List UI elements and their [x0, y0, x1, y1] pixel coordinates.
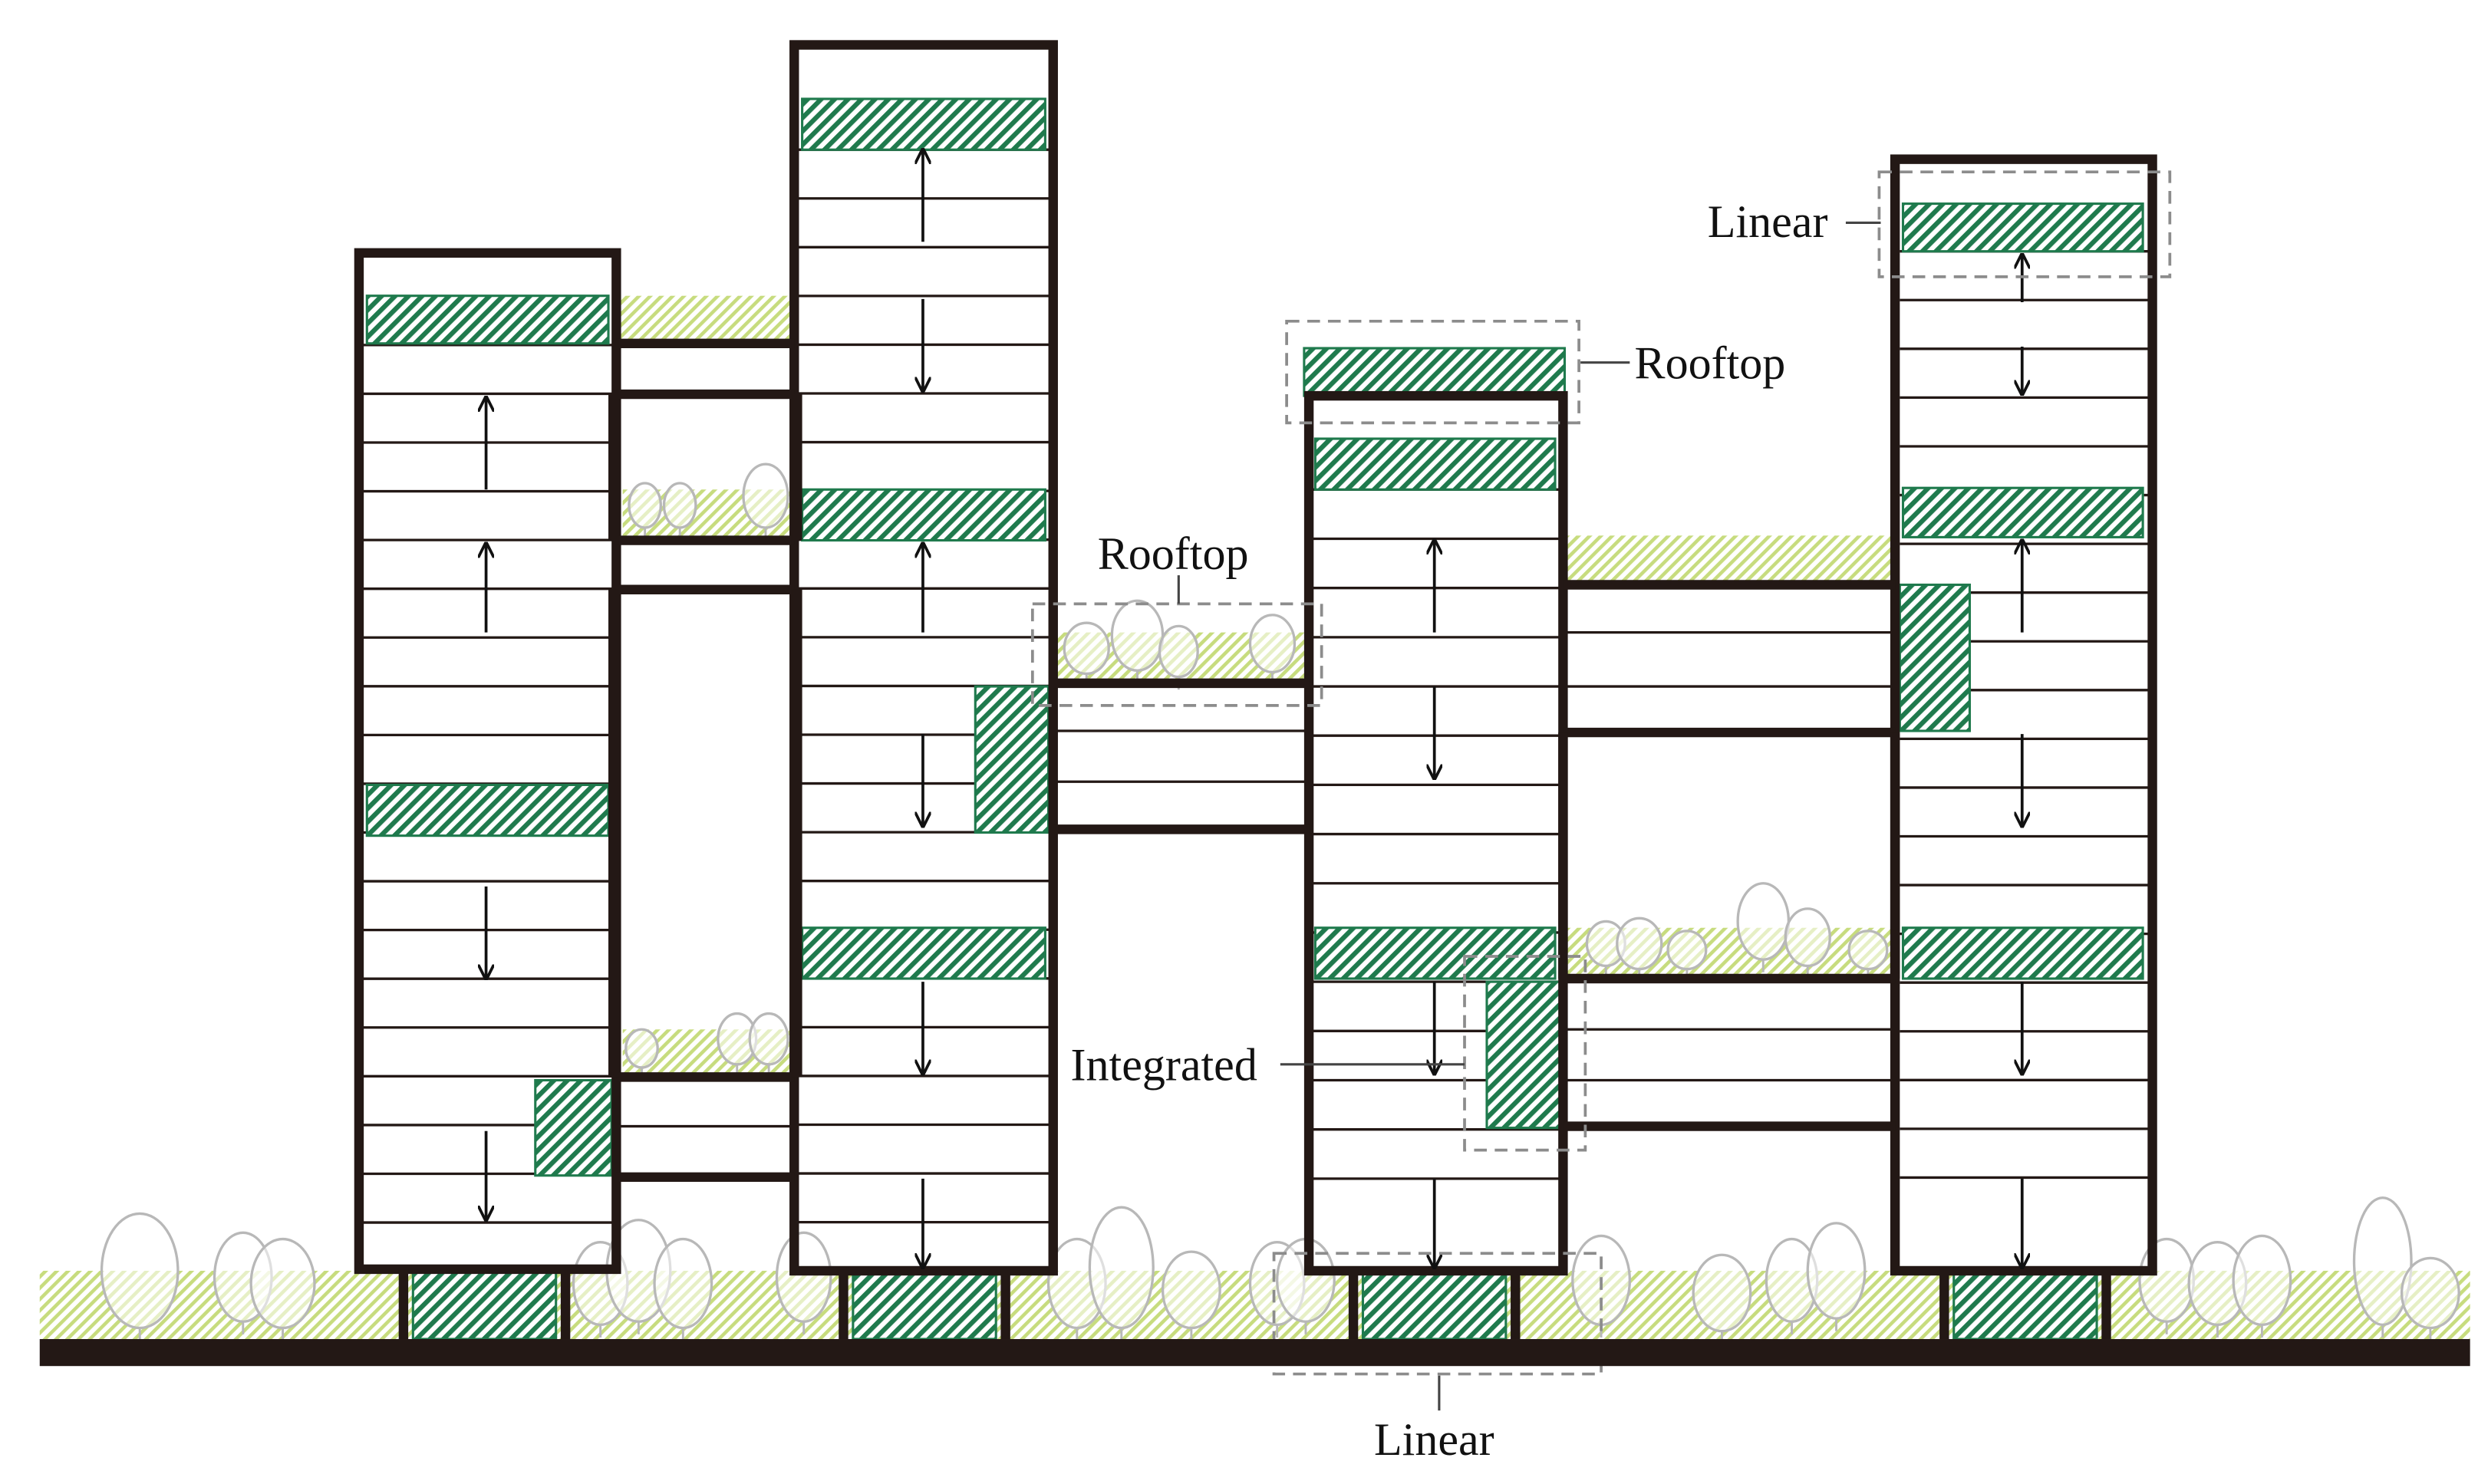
- base-notch: [1939, 1267, 2111, 1340]
- sky-garden: [616, 295, 792, 341]
- tree-outline-icon: [2232, 1234, 2292, 1327]
- greenery-band: [1361, 1269, 1508, 1341]
- greenery-band: [411, 1269, 558, 1341]
- linear-label-bottom: Linear: [1374, 1413, 1494, 1465]
- tree-outline-icon: [100, 462, 2460, 1340]
- annotation-boxes: [1030, 170, 2172, 1376]
- tree-outline-icon: [100, 1212, 180, 1330]
- base-notch: [1348, 1267, 1521, 1340]
- base-notch: [398, 1267, 571, 1340]
- greenery-band: [1901, 486, 2144, 538]
- linear-greenery-bands: [365, 97, 2144, 1341]
- greenery-band: [1898, 583, 1971, 732]
- tree-outline-icon: [1158, 624, 1199, 679]
- tree-outline-icon: [775, 1231, 832, 1323]
- tree-outline-icon: [1784, 907, 1831, 968]
- tree-outline-icon: [1806, 1222, 1867, 1320]
- tree-outline-icon: [1110, 599, 1165, 672]
- tree-outline-icon: [1063, 621, 1110, 676]
- greenery-band: [1313, 437, 1557, 491]
- tower-outline: [1890, 154, 2157, 1276]
- tree-outline-icon: [1692, 1253, 1752, 1333]
- dashed-annotation-box: [1463, 955, 1587, 1152]
- dashed-annotation-box: [1877, 170, 2172, 278]
- greenery-band: [1901, 926, 2144, 980]
- tree-outline-icon: [249, 1237, 316, 1330]
- tree-outline-icon: [1616, 916, 1663, 971]
- building-outlines: [354, 40, 2157, 1340]
- greenery-band: [974, 685, 1050, 834]
- tree-outline-icon: [624, 1028, 659, 1069]
- dashed-annotation-box: [1285, 319, 1580, 425]
- greenery-band: [1901, 202, 2144, 253]
- greenery-band: [852, 1269, 997, 1341]
- greenery-band: [1303, 347, 1567, 397]
- tree-outline-icon: [628, 482, 662, 529]
- greenery-band: [1485, 980, 1564, 1130]
- double-arrow-icon: [486, 150, 2022, 1268]
- tree-outline-icon: [742, 462, 789, 529]
- tree-outline-icon: [1847, 930, 1889, 971]
- greenery-band: [801, 488, 1046, 542]
- greenery-band: [1313, 926, 1557, 980]
- leader-lines: [1177, 221, 1881, 1411]
- rooftop-label-middle: Rooftop: [1098, 528, 1249, 579]
- tree-outline-icon: [2400, 1256, 2460, 1330]
- greenery-band: [801, 926, 1046, 980]
- dashed-annotation-box: [1272, 1252, 1603, 1376]
- tree-outline-icon: [653, 1237, 713, 1330]
- greenery-band: [534, 1078, 613, 1177]
- greenery-band: [801, 97, 1046, 151]
- greenery-band: [365, 294, 610, 345]
- dashed-annotation-box: [1030, 602, 1323, 707]
- linear-label-top: Linear: [1708, 196, 1828, 247]
- integrated-label: Integrated: [1071, 1039, 1257, 1091]
- tree-outline-icon: [1161, 1250, 1221, 1330]
- sky-garden: [1566, 535, 1894, 584]
- tree-outline-icon: [1248, 614, 1297, 674]
- tree-outline-icon: [1736, 882, 1791, 961]
- tree-outline-icon: [1088, 1206, 1155, 1330]
- base-notch: [839, 1267, 1010, 1340]
- rooftop-label-right: Rooftop: [1635, 337, 1786, 388]
- greenery-band: [365, 783, 610, 837]
- tree-outline-icon: [1666, 930, 1708, 971]
- greenery-band: [1952, 1269, 2098, 1341]
- ground-line: [39, 1339, 2470, 1367]
- tree-outline-icon: [748, 1012, 789, 1066]
- tree-outline-icon: [662, 482, 697, 529]
